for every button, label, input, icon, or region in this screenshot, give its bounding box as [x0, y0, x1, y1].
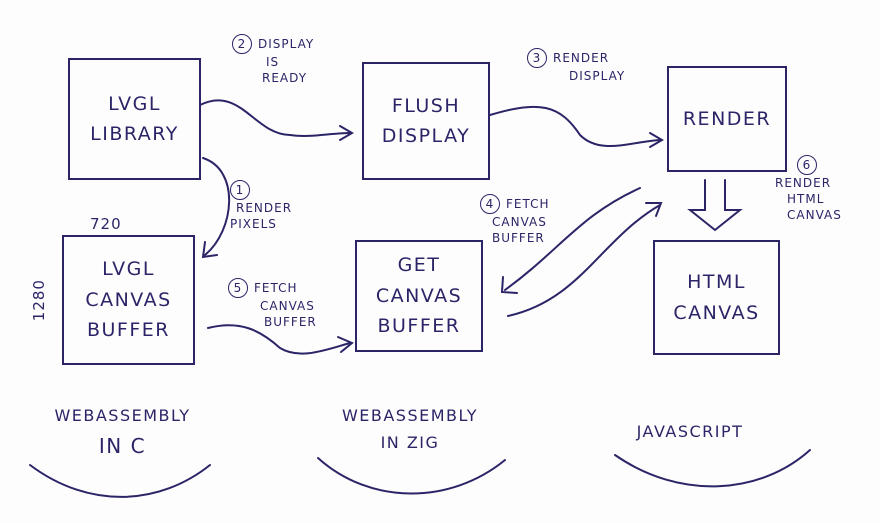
arrowhead	[339, 125, 354, 141]
box-label: GET	[397, 254, 441, 277]
box-label: BUFFER	[377, 315, 461, 338]
arrowhead	[500, 276, 518, 294]
step-text: IS	[266, 55, 280, 69]
step-text: PIXELS	[230, 217, 277, 232]
step-number: 4	[480, 194, 500, 214]
group-webassembly-c: WEBASSEMBLY IN C	[40, 402, 205, 463]
step-number: 1	[230, 180, 250, 200]
arrowhead	[645, 202, 663, 217]
step-text: FETCH	[506, 197, 550, 211]
step-1-label: 1 RENDER PIXELS	[230, 180, 292, 232]
step-text: BUFFER	[264, 315, 317, 330]
arrow-render-to-get	[504, 187, 641, 291]
step-text: BUFFER	[492, 231, 545, 246]
step-number: 5	[228, 278, 248, 298]
arrow-library-to-flush	[199, 99, 351, 137]
step-number: 6	[797, 155, 817, 175]
group-text: IN C	[98, 434, 147, 459]
arrow-get-to-render	[507, 204, 661, 317]
box-label: CANVAS	[85, 288, 172, 311]
step-text: DISPLAY	[569, 69, 626, 83]
box-label: CANVAS	[673, 301, 760, 324]
box-label: LVGL	[102, 258, 155, 281]
arrow-canvas-buffer-to-get	[207, 324, 351, 355]
box-label: LVGL	[108, 92, 161, 115]
render-box: RENDER	[667, 66, 787, 172]
box-label: DISPLAY	[381, 125, 471, 147]
lvgl-library-box: LVGL LIBRARY	[68, 58, 201, 180]
group-javascript: JAVASCRIPT	[625, 418, 755, 445]
step-4-label: 4 FETCH CANVAS BUFFER	[480, 194, 550, 246]
group-arc-zig	[317, 457, 506, 495]
step-number: 3	[527, 48, 547, 68]
flush-display-box: FLUSH DISPLAY	[362, 62, 490, 180]
group-text: IN ZIG	[380, 433, 440, 453]
step-text: CANVAS	[787, 208, 842, 223]
step-5-label: 5 FETCH CANVAS BUFFER	[228, 278, 317, 330]
group-text: WEBASSEMBLY	[341, 406, 479, 425]
arrowhead	[201, 241, 218, 259]
lvgl-canvas-buffer-box: LVGL CANVAS BUFFER	[62, 235, 195, 365]
step-3-label: 3 RENDER DISPLAY	[527, 48, 625, 84]
box-label: CANVAS	[375, 284, 463, 307]
box-label: HTML	[687, 271, 746, 294]
box-label: RENDER	[682, 107, 772, 130]
group-text: WEBASSEMBLY	[54, 406, 191, 425]
step-text: CANVAS	[492, 215, 547, 229]
box-label: BUFFER	[86, 319, 170, 342]
step-text: FETCH	[254, 281, 298, 295]
step-text: RENDER	[775, 176, 832, 190]
box-label: FLUSH	[391, 94, 461, 117]
step-text: DISPLAY	[258, 37, 315, 51]
box-label: LIBRARY	[90, 123, 179, 145]
step-text: READY	[262, 71, 308, 86]
arrowhead	[337, 336, 354, 353]
arrowhead	[649, 132, 664, 148]
group-text: JAVASCRIPT	[636, 422, 744, 441]
step-2-label: 2 DISPLAY IS READY	[232, 34, 314, 86]
arrow-library-to-canvas-buffer	[202, 157, 231, 256]
step-text: RENDER	[236, 201, 293, 215]
step-text: RENDER	[553, 51, 610, 65]
get-canvas-buffer-box: GET CANVAS BUFFER	[355, 240, 483, 352]
html-canvas-box: HTML CANVAS	[653, 240, 780, 355]
group-arc-c	[29, 464, 211, 498]
step-6-label: 6 RENDER HTML CANVAS	[775, 155, 842, 224]
step-number: 2	[232, 34, 252, 54]
group-arc-js	[614, 449, 811, 488]
group-webassembly-zig: WEBASSEMBLY IN ZIG	[335, 402, 485, 456]
block-arrow-render-to-html	[687, 179, 743, 232]
step-text: HTML	[787, 192, 825, 207]
height-label: 1280	[29, 279, 48, 322]
step-text: CANVAS	[260, 299, 315, 313]
arrow-flush-to-render	[489, 105, 661, 147]
width-label: 720	[90, 215, 122, 233]
